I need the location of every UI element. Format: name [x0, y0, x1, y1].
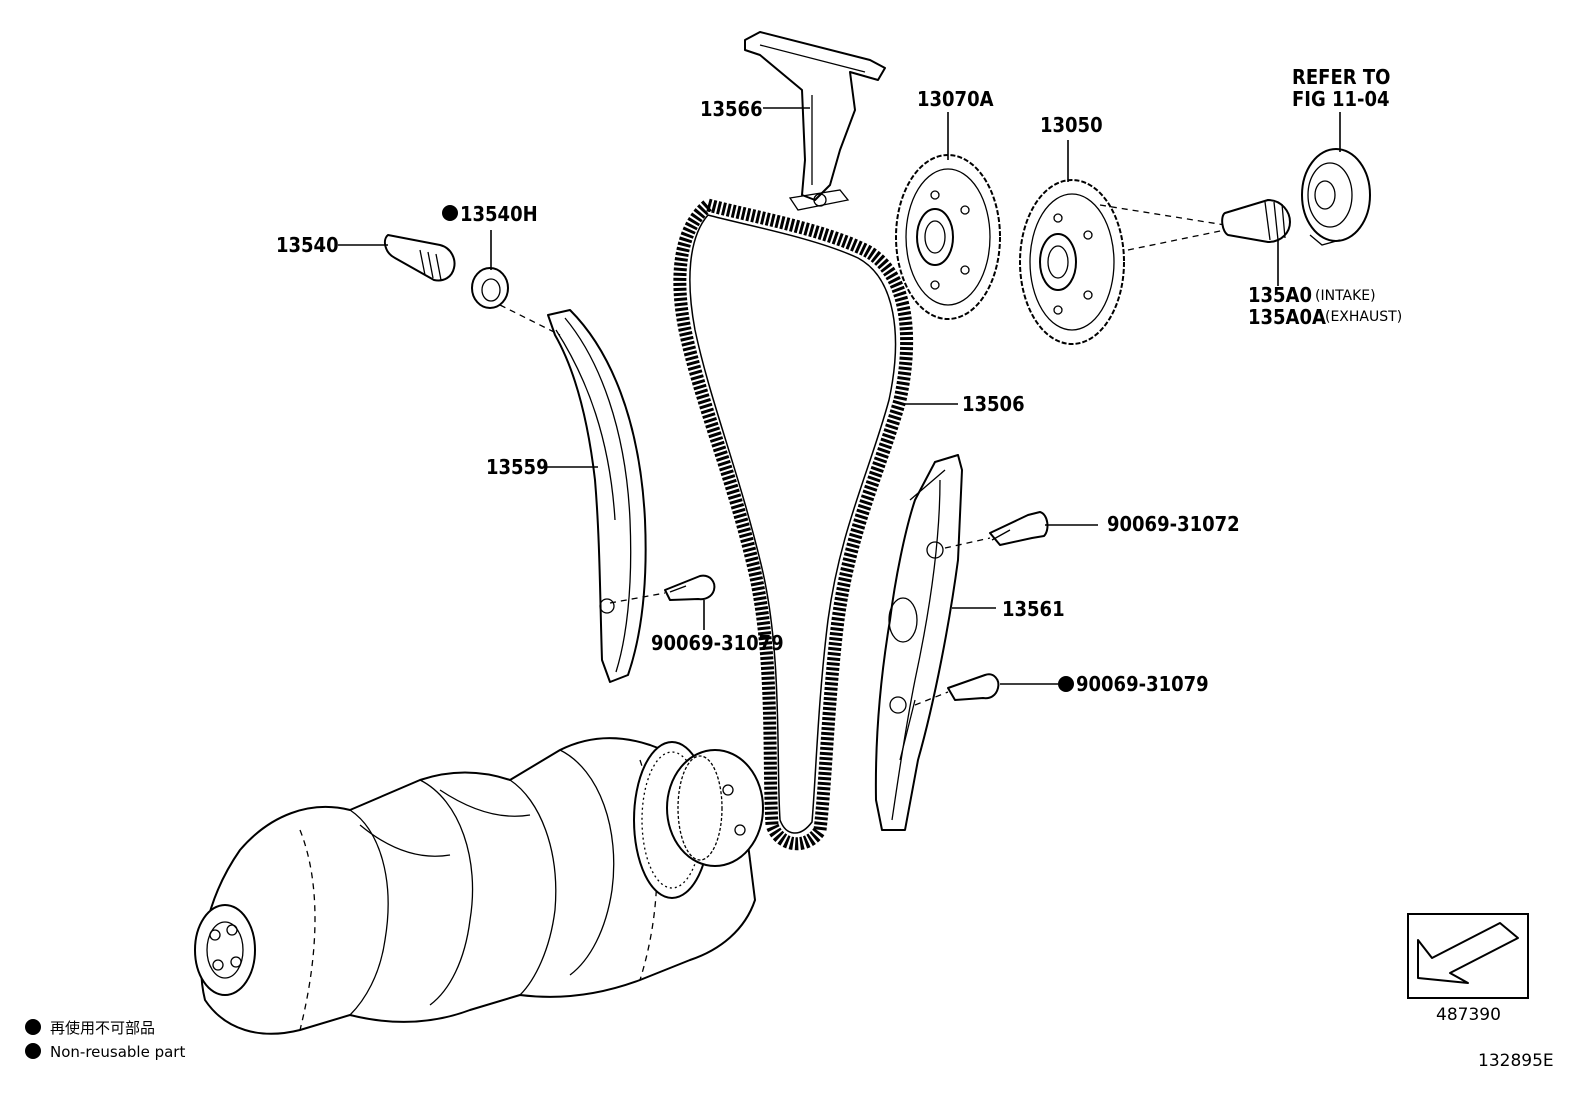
gasket-13540h: [471, 267, 509, 309]
non-reusable-marker-90069-31079: [1058, 676, 1074, 692]
illustration-number: 132895E: [1478, 1051, 1554, 1071]
tensioner-slipper-13559: [547, 309, 647, 683]
bolt-90069-31079-left: [609, 574, 716, 604]
sprocket-13070a: [895, 154, 1001, 320]
callout-13566: 13566: [700, 97, 763, 121]
callout-90069-31079-right: 90069-31079: [1076, 672, 1209, 696]
cap-refer-fig: [1301, 148, 1371, 246]
orientation-inset: [1407, 913, 1529, 999]
callout-90069-31072: 90069-31072: [1107, 512, 1240, 536]
legend-line-jp: 再使用不可部品: [50, 1019, 155, 1037]
callout-13050: 13050: [1040, 113, 1103, 137]
callout-135a0a: 135A0A: [1248, 305, 1326, 329]
orientation-arrow-icon: [1417, 922, 1519, 984]
legend-dot-en: [25, 1043, 41, 1059]
callout-13540: 13540: [276, 233, 339, 257]
callout-refer-line2: FIG 11-04: [1292, 87, 1390, 111]
bolt-90069-31079-right: [914, 673, 1000, 706]
callout-135a0a-note: (EXHAUST): [1325, 309, 1402, 325]
callout-refer-line1: REFER TO: [1292, 65, 1390, 89]
tensioner-13540: [383, 234, 456, 282]
cam-bolt-135a0: [1221, 199, 1291, 243]
chain-guide-13566: [744, 31, 886, 211]
crankshaft: [194, 737, 764, 1035]
legend-line-en: Non-reusable part: [50, 1043, 185, 1061]
non-reusable-marker-13540h: [442, 205, 458, 221]
callout-135a0-note: (INTAKE): [1315, 288, 1376, 304]
timing-chain: [673, 197, 914, 851]
callout-13561: 13561: [1002, 597, 1065, 621]
leader-lines: [338, 107, 1341, 685]
inset-code: 487390: [1436, 1005, 1501, 1025]
callout-90069-31079-left: 90069-31079: [651, 631, 784, 655]
callout-13540h: 13540H: [460, 202, 538, 226]
callout-13559: 13559: [486, 455, 549, 479]
callout-135a0: 135A0: [1248, 283, 1312, 307]
callout-13506: 13506: [962, 392, 1025, 416]
sprocket-13050: [1019, 179, 1125, 345]
sprocket-alignment-lines: [1099, 204, 1226, 251]
chain-guide-13561: [874, 454, 963, 831]
tensioner-alignment-line: [499, 304, 561, 336]
callout-13070a: 13070A: [917, 87, 994, 111]
legend-dot-jp: [25, 1019, 41, 1035]
